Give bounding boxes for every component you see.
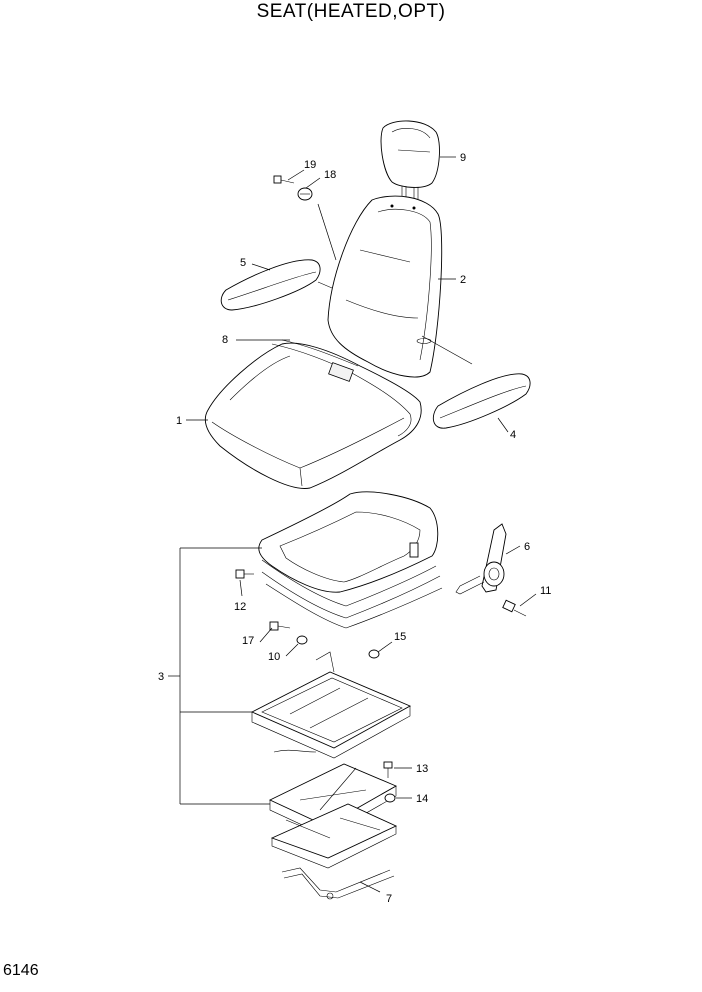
leader-lines	[168, 156, 537, 893]
part-seat-cushion	[204, 339, 422, 489]
part-bolt-17	[269, 621, 291, 631]
callout-10: 10	[268, 651, 280, 663]
part-backrest	[327, 195, 443, 378]
callout-3: 3	[158, 671, 164, 683]
callout-15: 15	[394, 631, 406, 643]
part-bolt-12	[235, 569, 254, 579]
part-cap-15	[368, 649, 380, 659]
part-armrest-left	[220, 259, 333, 311]
part-screw-19	[273, 175, 295, 184]
part-knob-18	[297, 187, 313, 201]
part-headrest	[380, 120, 440, 199]
callout-2: 2	[460, 274, 466, 286]
callout-13: 13	[416, 763, 428, 775]
callout-8: 8	[222, 334, 228, 346]
callout-19: 19	[304, 159, 316, 171]
callout-4: 4	[510, 429, 516, 441]
callout-1: 1	[176, 415, 182, 427]
callout-7: 7	[386, 893, 392, 905]
part-slide-rail	[281, 867, 395, 900]
callout-6: 6	[524, 541, 530, 553]
callout-9: 9	[460, 152, 466, 164]
part-nut-10	[296, 635, 308, 645]
callouts: 9 2 5 8 1 4 19 18 6 11 12 17 10 15 3 14 …	[158, 152, 551, 905]
part-suspension-upper-frame	[258, 491, 443, 629]
diagram-title: SEAT(HEATED,OPT)	[256, 1, 446, 22]
callout-18: 18	[324, 169, 336, 181]
part-scissor-mechanism	[268, 763, 398, 869]
page-number: 6146	[3, 962, 39, 979]
callout-5: 5	[240, 257, 246, 269]
part-nut-14	[384, 793, 396, 803]
callout-14: 14	[416, 793, 428, 805]
part-lever-bracket	[455, 523, 507, 595]
part-armrest-right	[432, 373, 531, 429]
part-bolt-11	[502, 599, 527, 617]
part-suspension-middle-frame	[250, 651, 412, 759]
callout-17: 17	[242, 635, 254, 647]
callout-12: 12	[234, 601, 246, 613]
callout-11: 11	[540, 585, 551, 597]
part-bolt-13	[383, 761, 393, 778]
